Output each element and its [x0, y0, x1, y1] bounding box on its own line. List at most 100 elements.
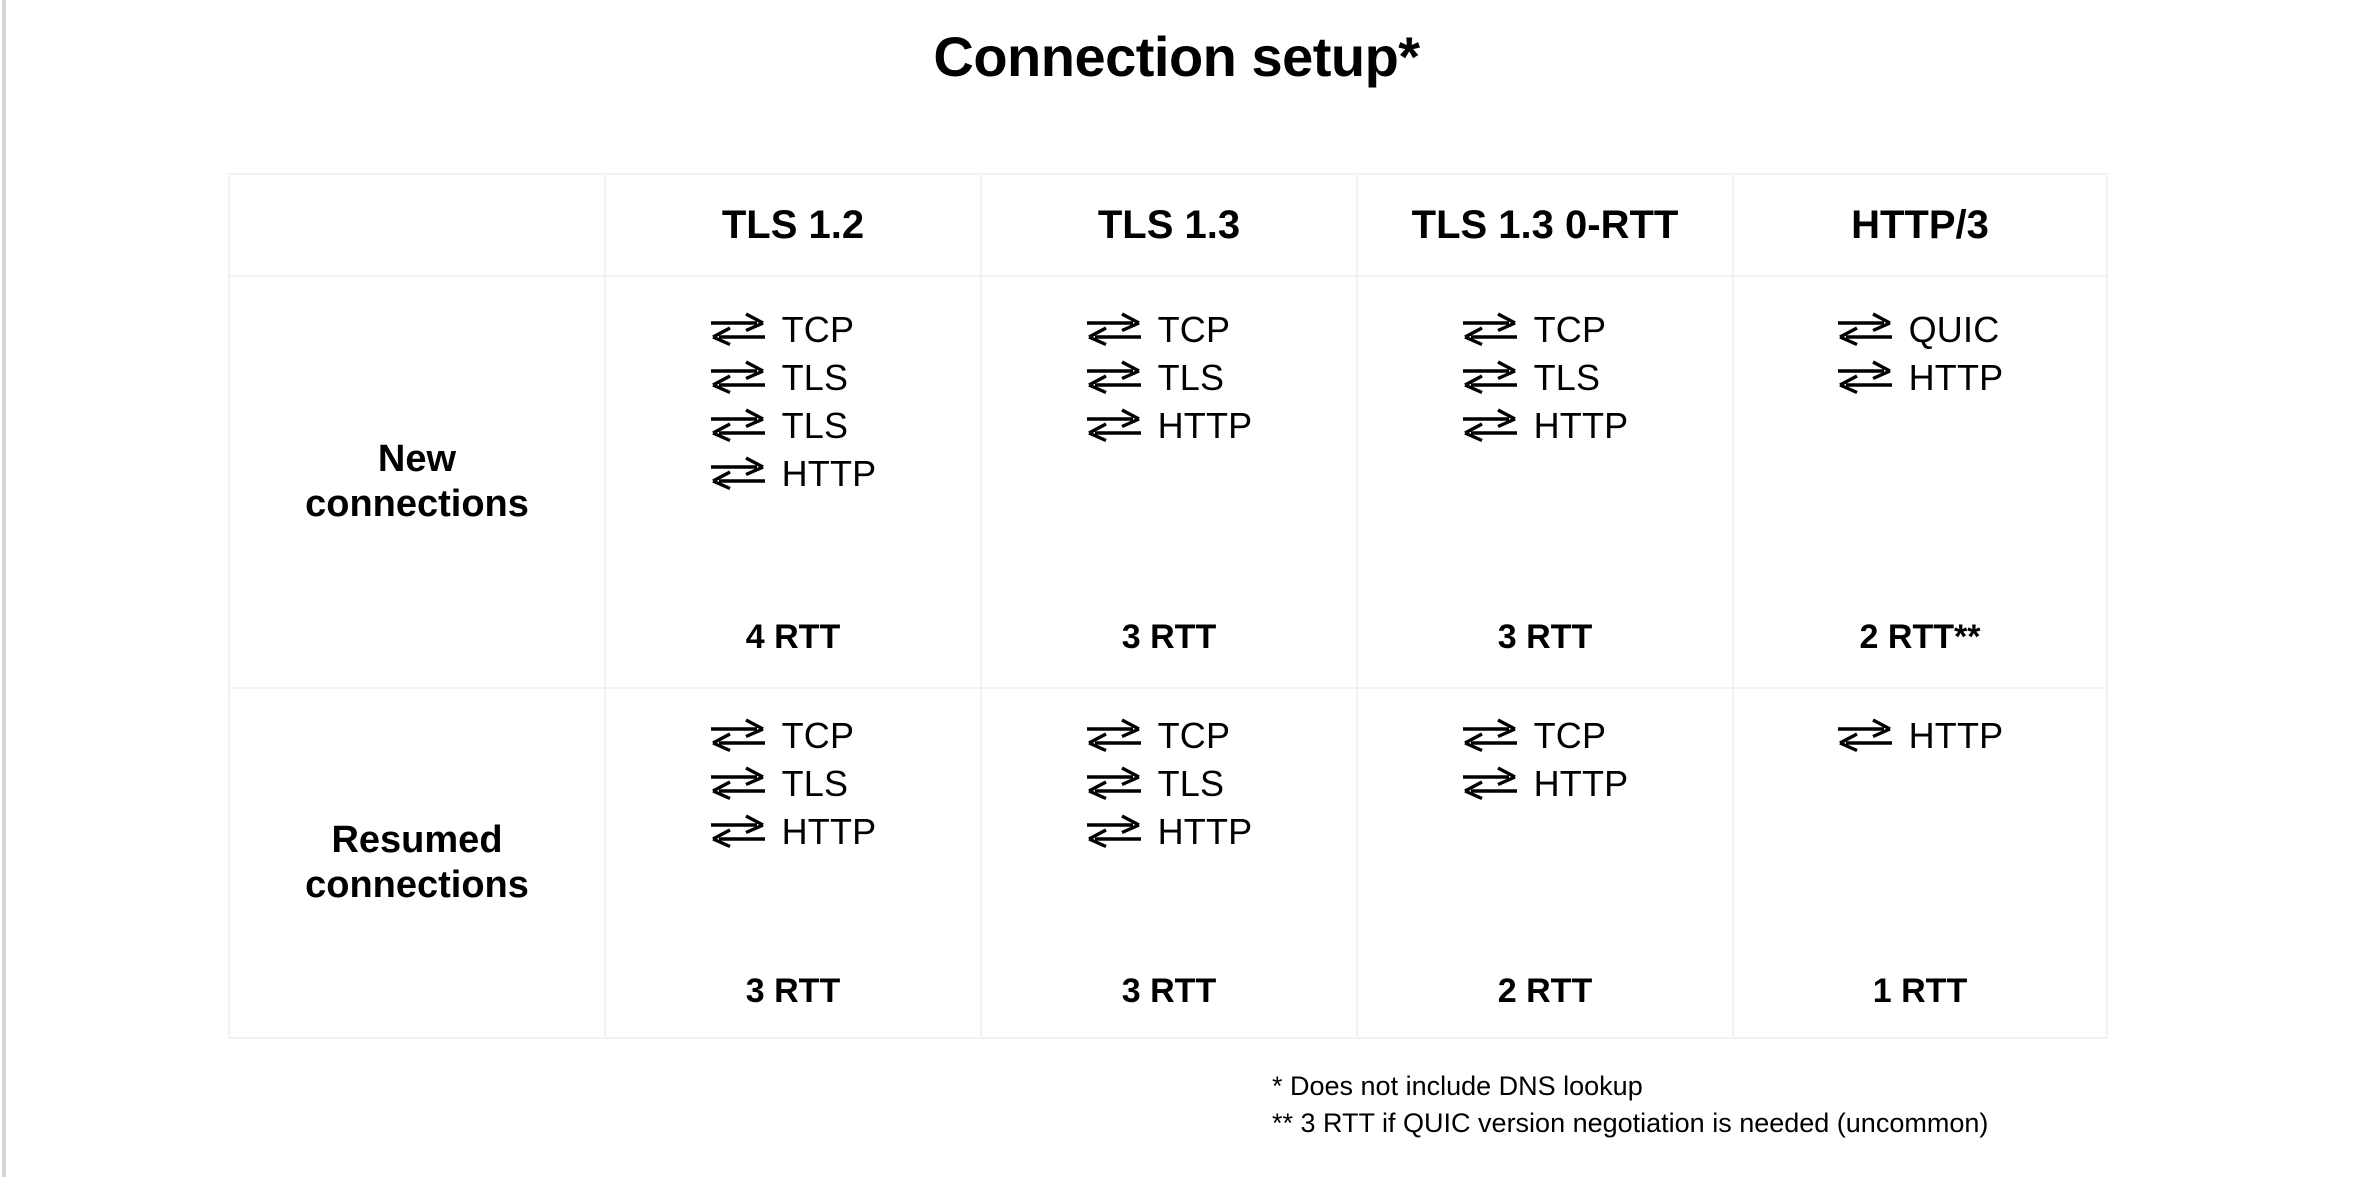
handshake-step: QUIC	[1837, 311, 2000, 349]
handshake-step-label: TCP	[1157, 309, 1231, 350]
handshake-step-label: TLS	[781, 405, 849, 446]
table-header-row: TLS 1.2 TLS 1.3 TLS 1.3 0-RTT HTTP/3	[228, 173, 2108, 277]
handshake-step: TLS	[1086, 359, 1225, 397]
row-label-resumed-connections: Resumed connections	[228, 687, 606, 1039]
handshake-step-list: QUIC HTTP	[1837, 311, 2004, 397]
handshake-step-label: TCP	[1157, 715, 1231, 756]
bidirectional-arrow-icon	[1462, 359, 1518, 397]
row-label-line-1: New	[377, 438, 457, 481]
bidirectional-arrow-icon	[710, 717, 766, 755]
column-header-tls13: TLS 1.3	[980, 173, 1358, 277]
handshake-step: TCP	[1462, 311, 1607, 349]
bidirectional-arrow-icon	[1462, 717, 1518, 755]
rtt-total: 1 RTT	[1872, 972, 1968, 1010]
handshake-step-label: TLS	[1157, 357, 1225, 398]
handshake-step-label: QUIC	[1908, 309, 2000, 350]
cell-resumed-tls13-0rtt: TCP HTTP 2 RTT	[1356, 687, 1734, 1039]
bidirectional-arrow-icon	[710, 359, 766, 397]
handshake-step-list: HTTP	[1837, 717, 2004, 755]
column-header-tls12: TLS 1.2	[604, 173, 982, 277]
handshake-step-list: TCP HTTP	[1462, 717, 1629, 803]
bidirectional-arrow-icon	[1837, 359, 1893, 397]
cell-new-tls13: TCP TLS HTTP 3 RTT	[980, 275, 1358, 689]
rtt-total: 3 RTT	[1121, 618, 1217, 656]
handshake-step-list: TCP TLS HTTP	[1086, 717, 1253, 851]
rtt-total: 3 RTT	[1497, 618, 1593, 656]
column-header-label: TLS 1.3	[1097, 202, 1241, 247]
rtt-total: 3 RTT	[745, 972, 841, 1010]
connection-setup-table: TLS 1.2 TLS 1.3 TLS 1.3 0-RTT HTTP/3 New	[228, 173, 2108, 1039]
bidirectional-arrow-icon	[1462, 765, 1518, 803]
handshake-step-label: HTTP	[1908, 357, 2004, 398]
handshake-step: TCP	[1086, 717, 1231, 755]
footnote-single-asterisk: * Does not include DNS lookup	[1272, 1071, 1643, 1101]
column-header-label: HTTP/3	[1851, 202, 1989, 247]
bidirectional-arrow-icon	[1462, 311, 1518, 349]
bidirectional-arrow-icon	[1086, 765, 1142, 803]
footnotes: * Does not include DNS lookup ** 3 RTT i…	[1272, 1068, 1988, 1143]
bidirectional-arrow-icon	[1086, 813, 1142, 851]
column-header-label: TLS 1.2	[721, 202, 865, 247]
rtt-total: 2 RTT	[1497, 972, 1593, 1010]
table-corner-cell	[228, 173, 606, 277]
footnote-double-asterisk: ** 3 RTT if QUIC version negotiation is …	[1272, 1108, 1989, 1139]
cell-resumed-http3: HTTP 1 RTT	[1732, 687, 2108, 1039]
row-label-line-2: connections	[305, 483, 529, 525]
bidirectional-arrow-icon	[710, 765, 766, 803]
bidirectional-arrow-icon	[1837, 717, 1893, 755]
row-label-new-connections: New connections	[228, 275, 606, 689]
handshake-step: HTTP	[1086, 813, 1253, 851]
slide-left-edge-rule	[2, 0, 6, 1177]
rtt-total: 2 RTT**	[1859, 618, 1981, 656]
column-header-tls13-0rtt: TLS 1.3 0-RTT	[1356, 173, 1734, 277]
rtt-total: 4 RTT	[745, 618, 841, 656]
row-label-text: Resumed connections	[230, 818, 604, 908]
rtt-total: 3 RTT	[1121, 972, 1217, 1010]
handshake-step: TCP	[1462, 717, 1607, 755]
handshake-step: TCP	[1086, 311, 1231, 349]
handshake-step: TLS	[1086, 765, 1225, 803]
handshake-step-label: HTTP	[1533, 405, 1629, 446]
page-title: Connection setup*	[933, 25, 1420, 88]
handshake-step-label: TCP	[781, 715, 855, 756]
row-label-line-1: Resumed	[331, 819, 503, 862]
cell-new-tls13-0rtt: TCP TLS HTTP 3 RTT	[1356, 275, 1734, 689]
handshake-step: HTTP	[1462, 765, 1629, 803]
handshake-step-label: HTTP	[1908, 715, 2004, 756]
handshake-step: HTTP	[1086, 407, 1253, 445]
handshake-step: TCP	[710, 311, 855, 349]
bidirectional-arrow-icon	[1462, 407, 1518, 445]
row-label-line-2: connections	[305, 864, 529, 906]
handshake-step-label: TLS	[781, 763, 849, 804]
bidirectional-arrow-icon	[1086, 311, 1142, 349]
handshake-step-label: TLS	[1533, 357, 1601, 398]
cell-resumed-tls13: TCP TLS HTTP 3 RTT	[980, 687, 1358, 1039]
handshake-step: TLS	[710, 765, 849, 803]
cell-new-http3: QUIC HTTP 2 RTT**	[1732, 275, 2108, 689]
bidirectional-arrow-icon	[710, 813, 766, 851]
bidirectional-arrow-icon	[1086, 717, 1142, 755]
handshake-step-label: TLS	[1157, 763, 1225, 804]
handshake-step: TLS	[1462, 359, 1601, 397]
handshake-step-label: HTTP	[1533, 763, 1629, 804]
handshake-step-list: TCP TLS HTTP	[1086, 311, 1253, 445]
handshake-step-list: TCP TLS HTTP	[1462, 311, 1629, 445]
bidirectional-arrow-icon	[1086, 359, 1142, 397]
handshake-step: HTTP	[1837, 359, 2004, 397]
table-row-resumed-connections: Resumed connections TCP TLS HTTP 3 RTT TCP…	[228, 687, 2108, 1039]
column-header-http3: HTTP/3	[1732, 173, 2108, 277]
bidirectional-arrow-icon	[1837, 311, 1893, 349]
handshake-step-label: HTTP	[781, 453, 877, 494]
handshake-step: HTTP	[710, 455, 877, 493]
bidirectional-arrow-icon	[710, 407, 766, 445]
handshake-step: TLS	[710, 407, 849, 445]
handshake-step-label: HTTP	[1157, 811, 1253, 852]
handshake-step-label: TCP	[1533, 715, 1607, 756]
